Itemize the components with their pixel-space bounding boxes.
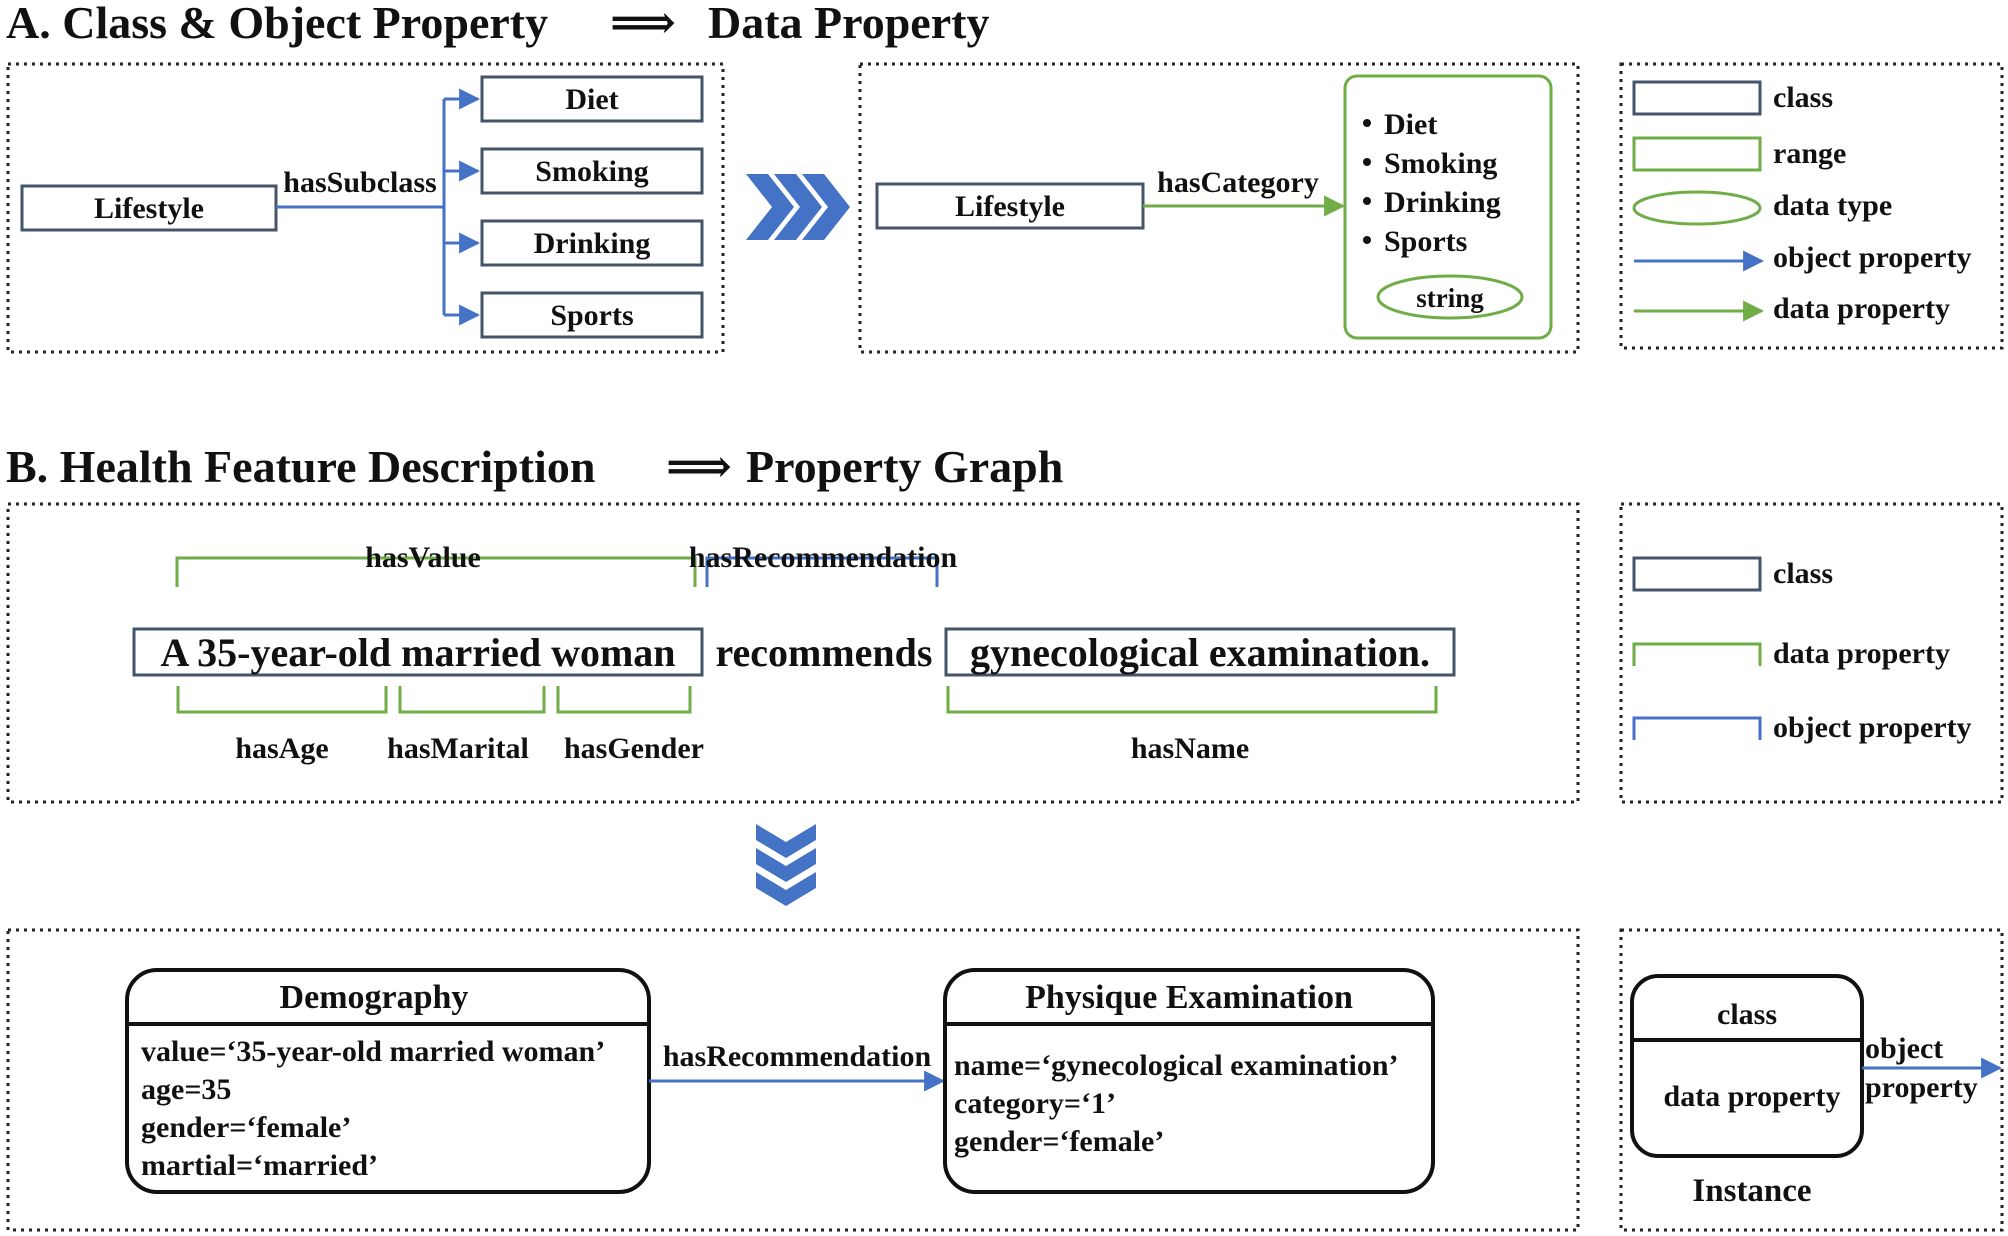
legend-a: class range data type object property da… (1619, 62, 2004, 350)
bracket-has-recommendation (705, 556, 939, 587)
legend-b-object-property-bracket (1632, 716, 1762, 740)
instance-caption: Instance (1692, 1173, 1811, 1209)
instance-data-property-label: data property (1664, 1080, 1841, 1113)
legend-b-class-swatch (1632, 556, 1762, 592)
bracket-has-value (175, 556, 697, 587)
legend-b-data-property-label: data property (1773, 637, 1950, 670)
bracket-has-age (176, 686, 388, 714)
label-has-marital: hasMarital (387, 732, 529, 765)
range-item-smoking: Smoking (1384, 147, 1497, 180)
sentence-subject: A 35-year-old married woman (160, 630, 675, 675)
class-label-lifestyle: Lifestyle (94, 192, 204, 225)
class-label-drinking: Drinking (534, 227, 651, 260)
label-has-gender: hasGender (564, 732, 704, 765)
class-label-smoking: Smoking (535, 155, 648, 188)
legend-data-type-label: data type (1773, 189, 1892, 222)
node-demography-prop-value: value=‘35-year-old married woman’ (141, 1035, 605, 1068)
has-subclass-label: hasSubclass (283, 166, 436, 199)
node-demography-title: Demography (280, 979, 469, 1016)
node-physique-examination-title: Physique Examination (1025, 979, 1353, 1016)
legend-data-property-label: data property (1773, 292, 1950, 325)
range-item-diet: Diet (1384, 108, 1437, 141)
section-b-title: B. Health Feature Description (6, 441, 595, 492)
legend-object-property-label: object property (1773, 241, 1972, 274)
legend-class-label: class (1773, 81, 1833, 114)
node-demography-prop-age: age=35 (141, 1073, 231, 1106)
legend-instance: class data property object property Inst… (1619, 928, 2004, 1232)
node-demography-prop-gender: gender=‘female’ (141, 1111, 351, 1144)
bracket-has-marital (398, 686, 546, 714)
section-b-title-right: Property Graph (746, 441, 1063, 492)
legend-b-data-property-bracket (1632, 642, 1762, 666)
transform-down-chevron-icon (756, 824, 816, 906)
has-category-label: hasCategory (1157, 166, 1319, 199)
class-box-diet (480, 75, 704, 123)
class-box-smoking (480, 147, 704, 195)
legend-data-type-swatch (1632, 190, 1762, 226)
legend-class-swatch (1632, 80, 1762, 116)
range-item-sports: Sports (1384, 225, 1467, 258)
legend-range-swatch (1632, 136, 1762, 172)
transform-chevron-icon (746, 174, 850, 240)
instance-object-label-2: property (1865, 1071, 1978, 1104)
range-item-drinking: Drinking (1384, 186, 1501, 219)
data-type-ellipse (1376, 274, 1524, 320)
class-label-sports: Sports (550, 299, 633, 332)
section-a-title-right: Data Property (708, 0, 989, 48)
legend-b-class-label: class (1773, 557, 1833, 590)
range-box (1343, 74, 1553, 340)
section-a-title: A. Class & Object Property (6, 0, 548, 48)
class-box-drinking (480, 219, 704, 267)
data-type-label: string (1416, 283, 1484, 313)
panel-data-property: Lifestyle hasCategory Diet Smoking Drink… (858, 62, 1580, 354)
instance-node (1630, 974, 1864, 1158)
sentence-verb: recommends (716, 630, 933, 675)
node-physique-prop-category: category=‘1’ (954, 1087, 1116, 1120)
sentence-object: gynecological examination. (970, 630, 1430, 675)
legend-range-label: range (1773, 137, 1846, 170)
panel-health-feature-description: hasValue hasRecommendation A 35-year-old… (6, 502, 1580, 804)
panel-class-object-property: Lifestyle hasSubclass Diet Smoking Drink… (6, 62, 725, 354)
node-physique-prop-gender: gender=‘female’ (954, 1125, 1164, 1158)
label-has-name: hasName (1131, 732, 1249, 765)
node-physique-prop-name: name=‘gynecological examination’ (954, 1049, 1399, 1082)
sentence-object-box (944, 627, 1456, 677)
panel-property-graph: Demography value=‘35-year-old married wo… (6, 928, 1580, 1232)
label-has-age: hasAge (235, 732, 328, 765)
legend-b-object-property-label: object property (1773, 711, 1972, 744)
class-label-lifestyle-right: Lifestyle (955, 190, 1065, 223)
sentence-subject-box (132, 627, 704, 677)
class-label-diet: Diet (565, 83, 618, 116)
bracket-has-gender (556, 686, 692, 714)
instance-object-label-1: object (1865, 1032, 1943, 1065)
section-a-title-arrow: ⟹ (610, 0, 676, 48)
section-b-title-arrow: ⟹ (666, 441, 732, 492)
class-box-sports (480, 291, 704, 339)
legend-b: class data property object property (1619, 502, 2004, 804)
label-has-value: hasValue (365, 541, 481, 574)
label-has-recommendation: hasRecommendation (689, 541, 958, 574)
edge-has-recommendation-label: hasRecommendation (663, 1040, 932, 1073)
node-demography-prop-marital: martial=‘married’ (141, 1149, 378, 1182)
instance-class-label: class (1717, 998, 1777, 1031)
bracket-has-name (946, 686, 1438, 714)
